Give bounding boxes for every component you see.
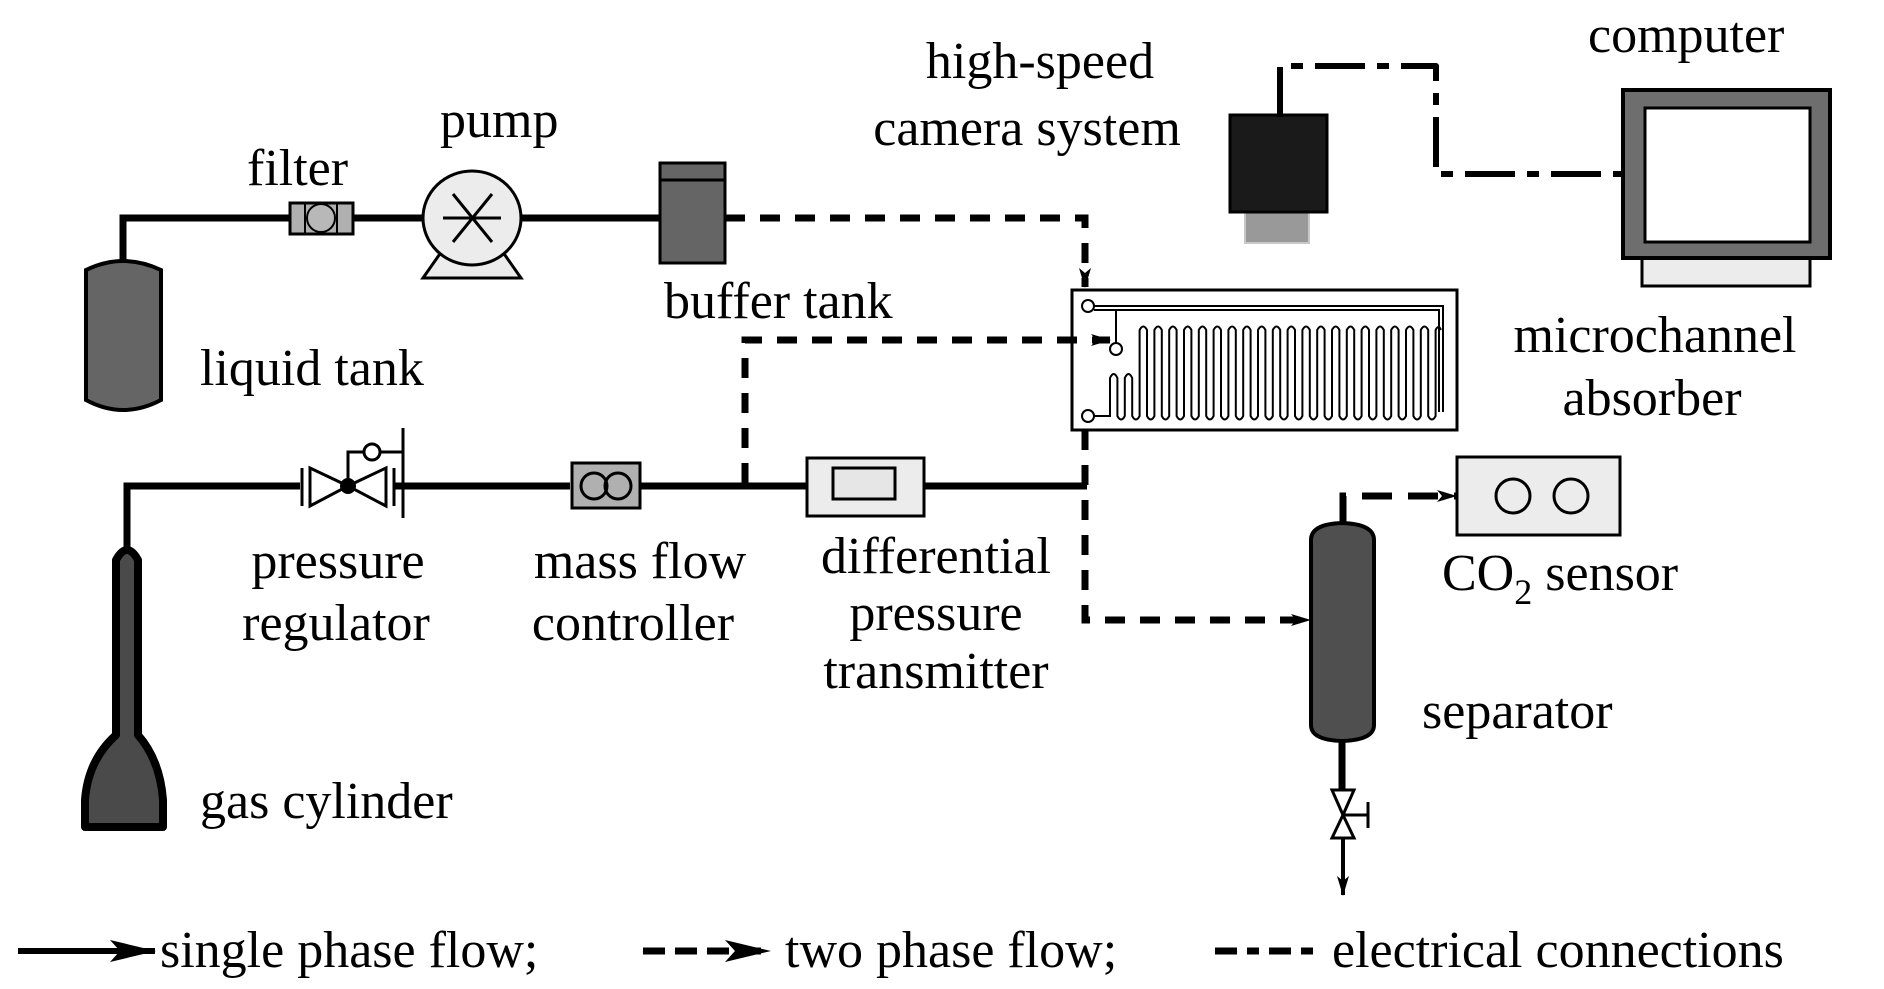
camera-label-line2: camera system	[873, 100, 1181, 157]
mfc-label-line2: controller	[532, 595, 734, 652]
microchannel-path	[1094, 309, 1440, 412]
legend: single phase flow; two phase flow; elect…	[18, 922, 1784, 979]
microchannel-label-line2: absorber	[1562, 370, 1741, 427]
gas-cylinder-icon	[81, 546, 167, 831]
filter-icon	[288, 201, 355, 236]
two-phase-line-outlet	[1081, 430, 1311, 626]
co2-sensor-icon	[1455, 455, 1622, 537]
computer-icon	[1621, 88, 1832, 288]
dpt-label-line3: transmitter	[823, 643, 1048, 700]
dpt-label-line1: differential	[821, 528, 1051, 585]
gas-outlet-line	[1339, 490, 1457, 523]
mass-flow-controller-icon	[570, 461, 642, 510]
pump-label: pump	[440, 92, 558, 149]
separator-icon	[1309, 520, 1376, 744]
liquid-tank-icon	[84, 259, 163, 412]
drain-valve-icon	[1329, 788, 1370, 840]
liquid-tank-label: liquid tank	[200, 340, 424, 397]
co2-sensor-label: CO2 sensor	[1442, 545, 1678, 612]
microchannel-absorber-icon	[1070, 288, 1459, 432]
two-phase-line-gas-branch	[741, 334, 1111, 483]
computer-label: computer	[1588, 7, 1784, 64]
liquid-pipe	[119, 214, 660, 262]
microchannel-label-line1: microchannel	[1514, 307, 1797, 364]
pump-icon	[420, 169, 524, 280]
pressure-regulator-icon	[300, 428, 405, 518]
legend-electrical-label: electrical connections	[1332, 922, 1784, 979]
gas-cylinder-label: gas cylinder	[200, 773, 453, 830]
gas-pipe	[123, 482, 1087, 548]
camera-label-line1: high-speed	[926, 33, 1154, 90]
high-speed-camera-icon	[1228, 113, 1329, 244]
dpt-label-line2: pressure	[849, 585, 1022, 642]
microchannel-path	[1094, 305, 1444, 412]
dp-transmitter-icon	[805, 456, 926, 518]
pressure-regulator-label-line2: regulator	[242, 595, 430, 652]
buffer-tank-label: buffer tank	[664, 273, 893, 330]
separator-label: separator	[1422, 683, 1613, 740]
two-phase-line-buffer	[725, 214, 1091, 288]
microchannel-path	[1094, 325, 1442, 421]
legend-single-phase-label: single phase flow;	[160, 922, 538, 979]
electrical-connection	[1277, 63, 1628, 177]
filter-label: filter	[247, 140, 348, 197]
pressure-regulator-label-line1: pressure	[251, 533, 424, 590]
buffer-tank-icon	[658, 161, 727, 265]
legend-two-phase-label: two phase flow;	[785, 922, 1117, 979]
mfc-label-line1: mass flow	[534, 533, 747, 590]
